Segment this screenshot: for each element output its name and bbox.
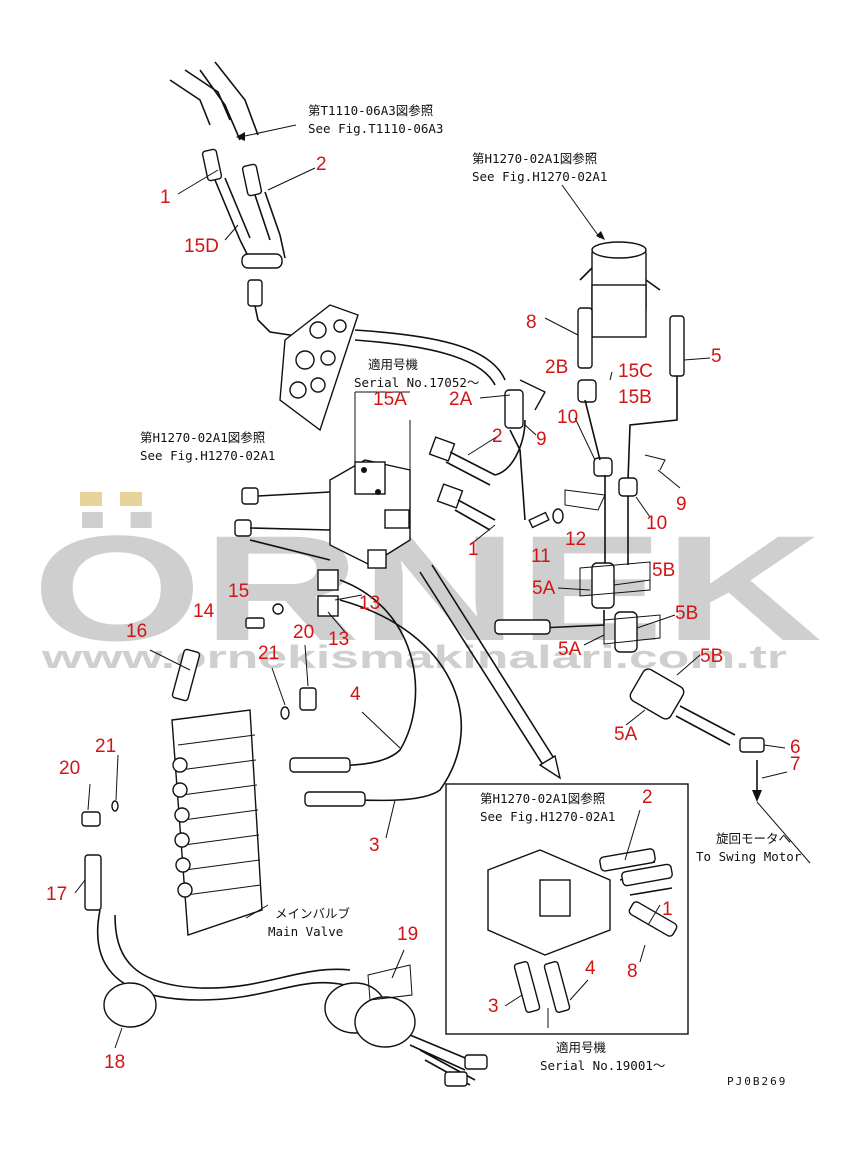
label-9-right: 9 (676, 494, 687, 515)
clamps (96, 909, 488, 1087)
serial-inset-jp: 適用号機 (556, 1040, 607, 1055)
label-13: 13 (359, 593, 380, 614)
ref-h1270-inset-jp: 第H1270-02A1図参照 (480, 791, 605, 806)
ref-t1110-en: See Fig.T1110-06A3 (308, 121, 443, 136)
upper-valve-block (279, 304, 506, 432)
inset-detail (445, 783, 689, 1035)
label-15: 15 (228, 581, 249, 602)
label-21-left: 21 (95, 736, 116, 757)
serial-top-jp: 適用号機 (368, 357, 419, 372)
label-10-right: 10 (646, 513, 667, 534)
label-2b: 2B (545, 357, 568, 378)
label-3-inset: 3 (488, 996, 499, 1017)
ref-h1270-inset-en: See Fig.H1270-02A1 (480, 809, 615, 824)
label-15d: 15D (184, 236, 219, 257)
label-18: 18 (104, 1052, 125, 1073)
label-1-inset: 1 (662, 899, 673, 920)
label-2a: 2A (449, 389, 473, 410)
main-valve-jp: メインバルブ (275, 906, 351, 921)
part-labels: 1 2 15D 8 5 2B 15C 2A 15A 15B 10 2 9 9 1… (46, 154, 801, 1073)
label-15c: 15C (618, 361, 653, 382)
label-17: 17 (46, 884, 67, 905)
label-8-inset: 8 (627, 961, 638, 982)
label-5b-3: 5B (700, 646, 723, 667)
label-4-inset: 4 (585, 958, 596, 979)
serial-inset-en: Serial No.19001〜 (540, 1058, 665, 1073)
label-19: 19 (397, 924, 418, 945)
leader-lines (74, 124, 811, 1049)
label-1-mid: 1 (468, 539, 479, 560)
label-6: 6 (790, 737, 801, 758)
label-5b-2: 5B (675, 603, 698, 624)
label-4: 4 (350, 684, 361, 705)
reference-texts: 第T1110-06A3図参照 See Fig.T1110-06A3 第H1270… (140, 103, 802, 1088)
label-8: 8 (526, 312, 537, 333)
swing-motor-jp: 旋回モータへ (716, 831, 791, 846)
label-10: 10 (557, 407, 578, 428)
long-hoses (289, 564, 562, 807)
top-hoses (169, 61, 311, 339)
label-21: 21 (258, 643, 279, 664)
main-valve-en: Main Valve (268, 924, 343, 939)
ref-h1270-top-en: See Fig.H1270-02A1 (472, 169, 607, 184)
label-7: 7 (790, 754, 801, 775)
label-5a-2: 5A (558, 639, 582, 660)
bolts-brackets (234, 487, 564, 629)
label-20: 20 (293, 622, 314, 643)
ref-h1270-top-jp: 第H1270-02A1図参照 (472, 151, 597, 166)
label-2-inset: 2 (642, 787, 653, 808)
main-valve (81, 648, 317, 936)
label-14: 14 (193, 601, 215, 622)
label-5b: 5B (652, 560, 675, 581)
serial-top-en: Serial No.17052〜 (354, 375, 479, 390)
watermark: ÖRNEK www.ornekismakinalari.com.tr (32, 492, 822, 675)
label-5: 5 (711, 346, 722, 367)
swing-motor-en: To Swing Motor (696, 849, 802, 864)
label-3: 3 (369, 835, 380, 856)
watermark-brand: ÖRNEK (32, 504, 822, 672)
label-5a: 5A (532, 578, 556, 599)
label-11: 11 (531, 546, 551, 567)
middle-valve (329, 391, 411, 569)
ref-h1270-mid-jp: 第H1270-02A1図参照 (140, 430, 265, 445)
label-2: 2 (316, 154, 327, 175)
drawing-code: PJ0B269 (727, 1075, 787, 1088)
swing-cylinder (564, 241, 685, 565)
ref-t1110-jp: 第T1110-06A3図参照 (308, 103, 433, 118)
label-9: 9 (536, 429, 547, 450)
label-20-left: 20 (59, 758, 80, 779)
label-13-b: 13 (328, 629, 349, 650)
label-2-mid: 2 (492, 426, 503, 447)
fittings-5a-5b (494, 561, 765, 802)
label-15a: 15A (373, 389, 407, 410)
ref-h1270-mid-en: See Fig.H1270-02A1 (140, 448, 275, 463)
label-5a-3: 5A (614, 724, 638, 745)
label-16: 16 (126, 621, 147, 642)
label-1: 1 (160, 187, 171, 208)
hoses-center (428, 379, 546, 531)
label-12: 12 (565, 529, 586, 550)
label-15b: 15B (618, 387, 652, 408)
